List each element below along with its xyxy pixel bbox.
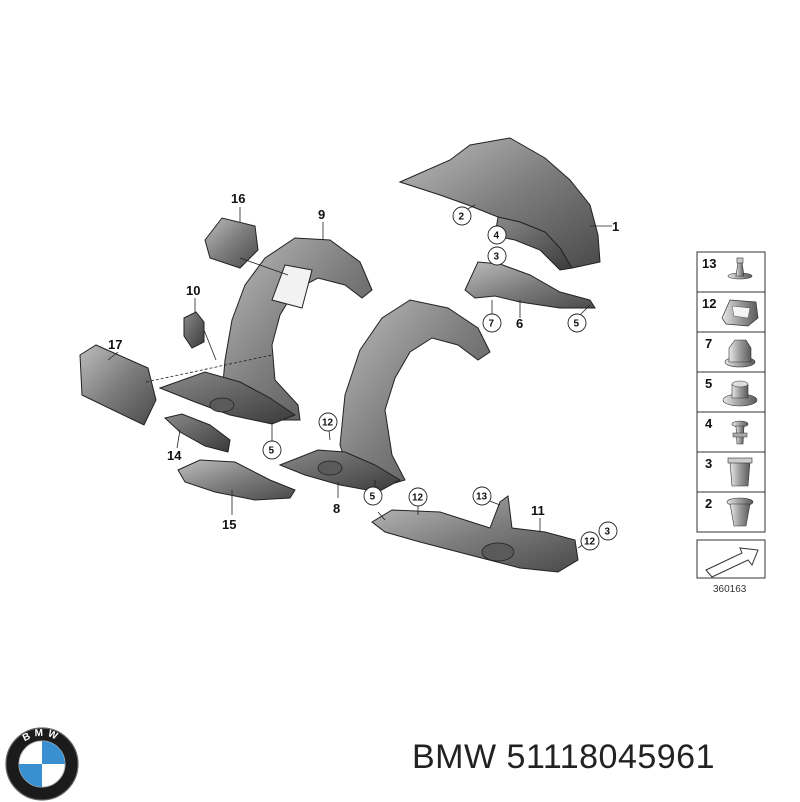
circle-callout-3: 3 bbox=[487, 246, 507, 266]
part-10-clip bbox=[183, 311, 217, 361]
circled-callouts: 2 4 3 7 5 5 5 12 12 12 13 3 bbox=[262, 206, 618, 551]
circle-callout-5-left: 5 bbox=[262, 440, 282, 460]
fastener-legend: 13 12 7 5 4 3 2 bbox=[696, 251, 766, 595]
part-11-lower-cover bbox=[371, 495, 579, 573]
svg-text:5: 5 bbox=[269, 446, 275, 457]
brand-name: BMW bbox=[412, 738, 497, 776]
circle-callout-5-center: 5 bbox=[363, 486, 383, 506]
legend-7: 7 bbox=[705, 336, 712, 351]
legend-5: 5 bbox=[705, 376, 712, 391]
legend-3: 3 bbox=[705, 456, 712, 471]
svg-text:12: 12 bbox=[412, 493, 424, 504]
callout-16: 16 bbox=[231, 191, 245, 206]
legend-13: 13 bbox=[702, 256, 716, 271]
spreader-nut-icon bbox=[726, 497, 754, 527]
svg-text:3: 3 bbox=[494, 252, 500, 263]
diagram-id: 360163 bbox=[713, 584, 747, 595]
circle-callout-12-right: 12 bbox=[580, 531, 600, 551]
callout-15: 15 bbox=[222, 517, 236, 532]
circle-callout-7: 7 bbox=[482, 313, 502, 333]
callout-14: 14 bbox=[167, 448, 182, 463]
circle-callout-3-right: 3 bbox=[598, 521, 618, 541]
expansion-rivet-icon bbox=[731, 420, 749, 445]
part-17-panel bbox=[79, 344, 273, 426]
hex-nut-icon bbox=[724, 339, 756, 368]
callout-8: 8 bbox=[333, 501, 340, 516]
part-8-wheel-arch-liner bbox=[278, 299, 491, 493]
svg-text:4: 4 bbox=[494, 231, 500, 242]
part-caption: BMW 51118045961 bbox=[412, 738, 715, 777]
flange-nut-icon bbox=[722, 380, 758, 407]
callout-1: 1 bbox=[612, 219, 619, 234]
part-9-wheel-arch-liner bbox=[158, 237, 373, 425]
circle-callout-2: 2 bbox=[452, 206, 472, 226]
legend-12: 12 bbox=[702, 296, 716, 311]
svg-text:3: 3 bbox=[605, 527, 611, 538]
circle-callout-12-top: 12 bbox=[318, 412, 338, 432]
svg-text:5: 5 bbox=[370, 492, 376, 503]
part-15-trim-strip bbox=[177, 459, 296, 501]
callout-6: 6 bbox=[516, 316, 523, 331]
circle-callout-13: 13 bbox=[472, 486, 492, 506]
callout-17: 17 bbox=[108, 337, 122, 352]
push-pin-icon bbox=[727, 257, 753, 280]
circle-callout-12-mid: 12 bbox=[408, 487, 428, 507]
circle-callout-4: 4 bbox=[487, 225, 507, 245]
svg-text:12: 12 bbox=[322, 418, 334, 429]
part-1-wheel-arch-liner bbox=[398, 137, 612, 271]
part-callouts: 1 6 8 9 10 11 14 15 16 17 bbox=[108, 191, 619, 532]
part-16-cover bbox=[204, 217, 289, 276]
callout-11: 11 bbox=[531, 503, 545, 518]
svg-text:7: 7 bbox=[489, 319, 495, 330]
legend-4: 4 bbox=[705, 416, 713, 431]
svg-text:2: 2 bbox=[459, 212, 465, 223]
arrow-icon bbox=[705, 547, 759, 578]
clip-nut-icon bbox=[727, 457, 753, 487]
part-number: 51118045961 bbox=[506, 738, 716, 776]
callout-9: 9 bbox=[318, 207, 325, 222]
legend-2: 2 bbox=[705, 496, 712, 511]
svg-text:13: 13 bbox=[476, 492, 488, 503]
bmw-logo-icon: BMW bbox=[5, 727, 79, 801]
part-6-bracket bbox=[464, 261, 596, 309]
svg-text:12: 12 bbox=[584, 537, 596, 548]
circle-callout-5-right: 5 bbox=[567, 313, 587, 333]
spring-clip-icon bbox=[721, 299, 759, 327]
svg-text:5: 5 bbox=[574, 319, 580, 330]
callout-10: 10 bbox=[186, 283, 200, 298]
part-14-trim-strip bbox=[163, 413, 231, 453]
